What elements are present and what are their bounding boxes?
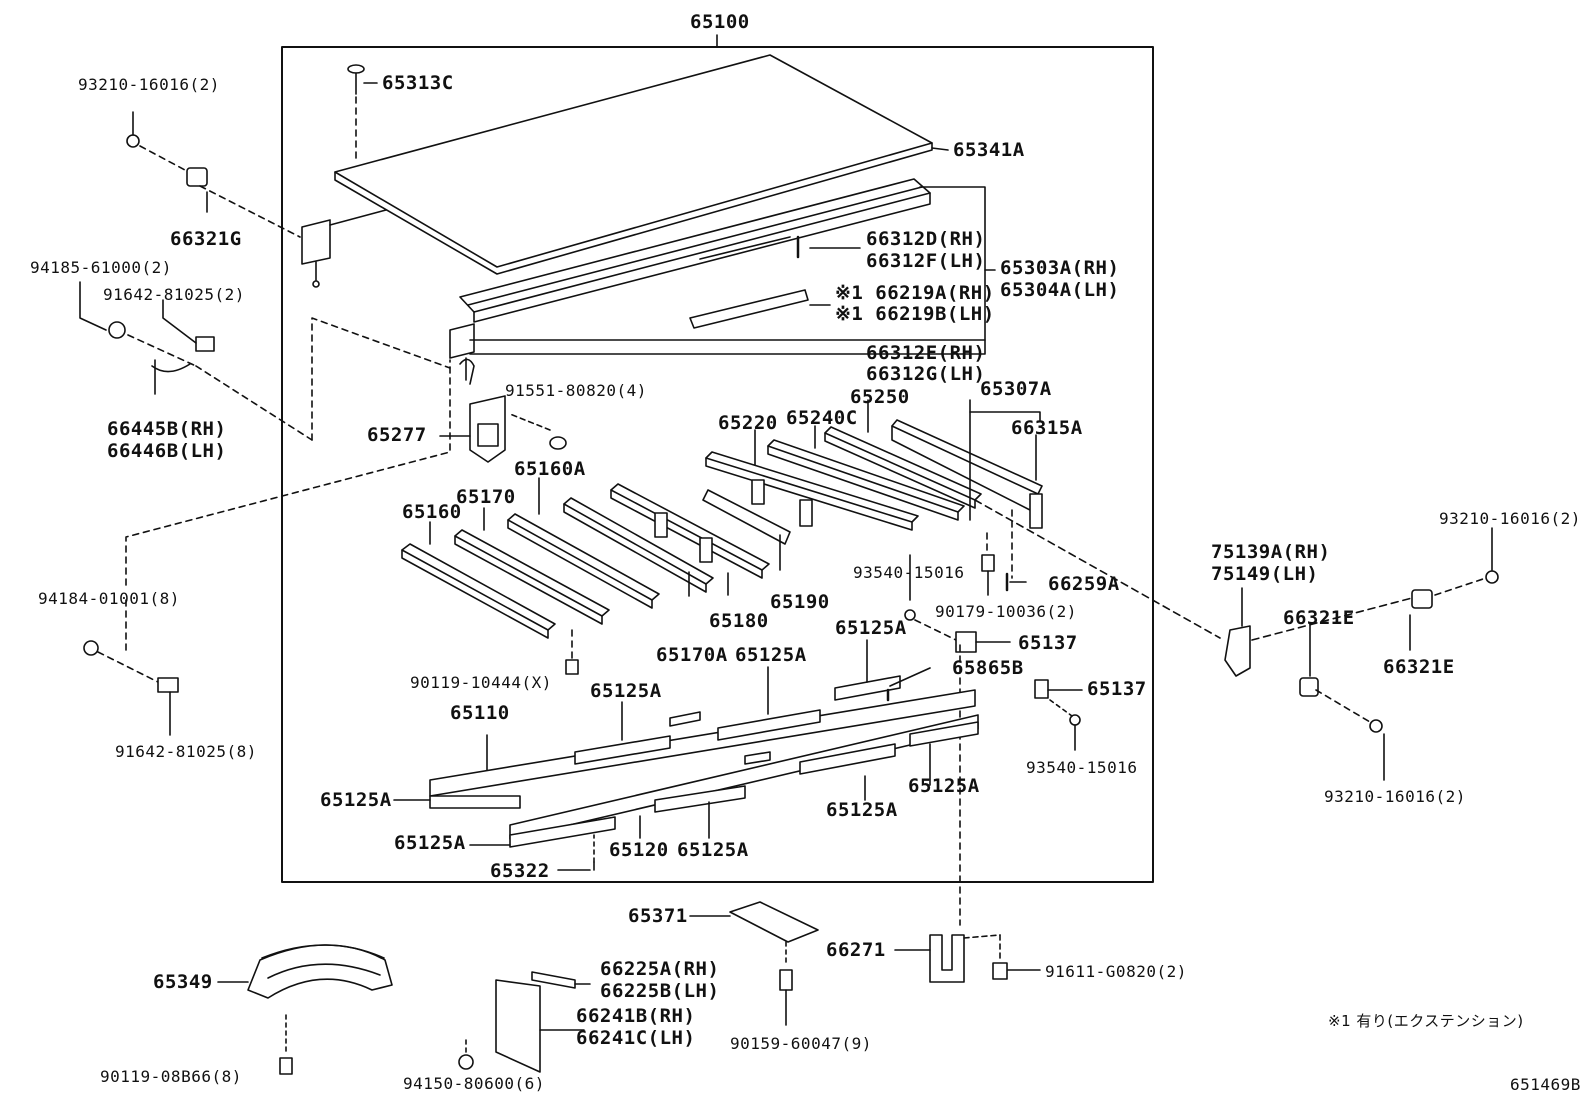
label-65125A-1: 65125A bbox=[835, 617, 907, 639]
extension-bracket bbox=[689, 289, 809, 329]
label-66445B: 66445B(RH) bbox=[107, 418, 227, 440]
bracket-66271 bbox=[894, 934, 1041, 983]
label-65180: 65180 bbox=[709, 610, 769, 632]
crossmember-65180 bbox=[610, 483, 770, 579]
label-65304A: 65304A(LH) bbox=[1000, 279, 1120, 301]
label-91642-bot: 91642-81025(8) bbox=[115, 742, 257, 761]
label-65865B: 65865B bbox=[952, 657, 1024, 679]
label-65250: 65250 bbox=[850, 386, 910, 408]
label-65322: 65322 bbox=[490, 860, 550, 882]
bracket-66312E bbox=[449, 323, 475, 385]
label-66241C: 66241C(LH) bbox=[576, 1027, 696, 1049]
label-65160A: 65160A bbox=[514, 458, 586, 480]
label-66312F: 66312F(LH) bbox=[866, 250, 986, 272]
mud-flap bbox=[458, 971, 591, 1073]
label-65120: 65120 bbox=[609, 839, 669, 861]
label-65125A-9: 65125A bbox=[677, 839, 749, 861]
diagram-id: 651469B bbox=[1510, 1075, 1581, 1094]
label-93540-a: 93540-15016 bbox=[853, 563, 965, 582]
label-90119-08: 90119-08B66(8) bbox=[100, 1067, 242, 1086]
label-65313C: 65313C bbox=[382, 72, 454, 94]
label-65170: 65170 bbox=[456, 486, 516, 508]
label-65125A-3: 65125A bbox=[590, 680, 662, 702]
label-94184: 94184-01001(8) bbox=[38, 589, 180, 608]
label-65125A-7: 65125A bbox=[394, 832, 466, 854]
label-66219B: ※1 66219B(LH) bbox=[835, 303, 995, 325]
label-65125A-6: 65125A bbox=[826, 799, 898, 821]
label-65277: 65277 bbox=[367, 424, 427, 446]
label-93210-top: 93210-16016(2) bbox=[78, 75, 220, 94]
label-65110: 65110 bbox=[450, 702, 510, 724]
hinge-65277 bbox=[439, 395, 567, 463]
floor-boards bbox=[429, 675, 979, 848]
crossmember-65307A bbox=[891, 419, 1043, 529]
crossmember-65220 bbox=[705, 451, 919, 531]
label-65100: 65100 bbox=[690, 11, 750, 33]
label-91642-top: 91642-81025(2) bbox=[103, 285, 245, 304]
label-94185: 94185-61000(2) bbox=[30, 258, 172, 277]
label-65125A-2: 65125A bbox=[735, 644, 807, 666]
label-66271: 66271 bbox=[826, 939, 886, 961]
label-65240C: 65240C bbox=[786, 407, 858, 429]
crossmember-65250 bbox=[824, 426, 982, 509]
label-66312D: 66312D(RH) bbox=[866, 228, 986, 250]
crossmember-65190 bbox=[702, 489, 791, 545]
label-66321G: 66321G bbox=[170, 228, 242, 250]
label-65307A: 65307A bbox=[980, 378, 1052, 400]
left-fasteners bbox=[79, 111, 451, 441]
label-65303A: 65303A(RH) bbox=[1000, 257, 1120, 279]
label-65125A-4: 65125A bbox=[320, 789, 392, 811]
rail-bracket bbox=[301, 209, 387, 288]
label-66315A: 66315A bbox=[1011, 417, 1083, 439]
label-65125A-5: 65125A bbox=[908, 775, 980, 797]
crossmember-65160 bbox=[401, 543, 556, 639]
label-66321E-a: 66321E bbox=[1283, 607, 1355, 629]
tie-down-hook bbox=[1224, 587, 1251, 677]
label-66321E-b: 66321E bbox=[1383, 656, 1455, 678]
crossmember-65160A bbox=[507, 513, 660, 609]
side-rail bbox=[459, 178, 931, 323]
label-66446B: 66446B(LH) bbox=[107, 440, 227, 462]
label-91611: 91611-G0820(2) bbox=[1045, 962, 1187, 981]
label-93210-bot: 93210-16016(2) bbox=[1324, 787, 1466, 806]
label-66225B: 66225B(LH) bbox=[600, 980, 720, 1002]
fender-65349 bbox=[217, 944, 393, 1075]
label-66312E: 66312E(RH) bbox=[866, 342, 986, 364]
label-66312G: 66312G(LH) bbox=[866, 363, 986, 385]
label-65371: 65371 bbox=[628, 905, 688, 927]
label-66241B: 66241B(RH) bbox=[576, 1005, 696, 1027]
label-65137-b: 65137 bbox=[1087, 678, 1147, 700]
label-94150: 94150-80600(6) bbox=[403, 1074, 545, 1093]
plate-65371 bbox=[729, 901, 819, 943]
crossmember-65170A bbox=[563, 497, 714, 593]
label-93210-right: 93210-16016(2) bbox=[1439, 509, 1581, 528]
label-90159: 90159-60047(9) bbox=[730, 1034, 872, 1053]
label-65170A: 65170A bbox=[656, 644, 728, 666]
footnote: ※1 有り(エクステンション) bbox=[1328, 1012, 1524, 1030]
label-65341A: 65341A bbox=[953, 139, 1025, 161]
label-90119-x: 90119-10444(X) bbox=[410, 673, 552, 692]
label-65190: 65190 bbox=[770, 591, 830, 613]
label-93540-b: 93540-15016 bbox=[1026, 758, 1138, 777]
label-65160: 65160 bbox=[402, 501, 462, 523]
crossmember-65170 bbox=[454, 529, 610, 625]
label-75139A: 75139A(RH) bbox=[1211, 541, 1331, 563]
label-65137-a: 65137 bbox=[1018, 632, 1078, 654]
label-66225A: 66225A(RH) bbox=[600, 958, 720, 980]
label-75149: 75149(LH) bbox=[1211, 563, 1319, 585]
label-91551: 91551-80820(4) bbox=[505, 381, 647, 400]
screw-65313C bbox=[347, 64, 378, 163]
label-66219A: ※1 66219A(RH) bbox=[835, 282, 995, 304]
label-65349: 65349 bbox=[153, 971, 213, 993]
crossmember-65240C bbox=[767, 439, 965, 521]
label-66259A: 66259A bbox=[1048, 573, 1120, 595]
label-90179: 90179-10036(2) bbox=[935, 602, 1077, 621]
cover-panel bbox=[334, 54, 949, 275]
label-65220: 65220 bbox=[718, 412, 778, 434]
